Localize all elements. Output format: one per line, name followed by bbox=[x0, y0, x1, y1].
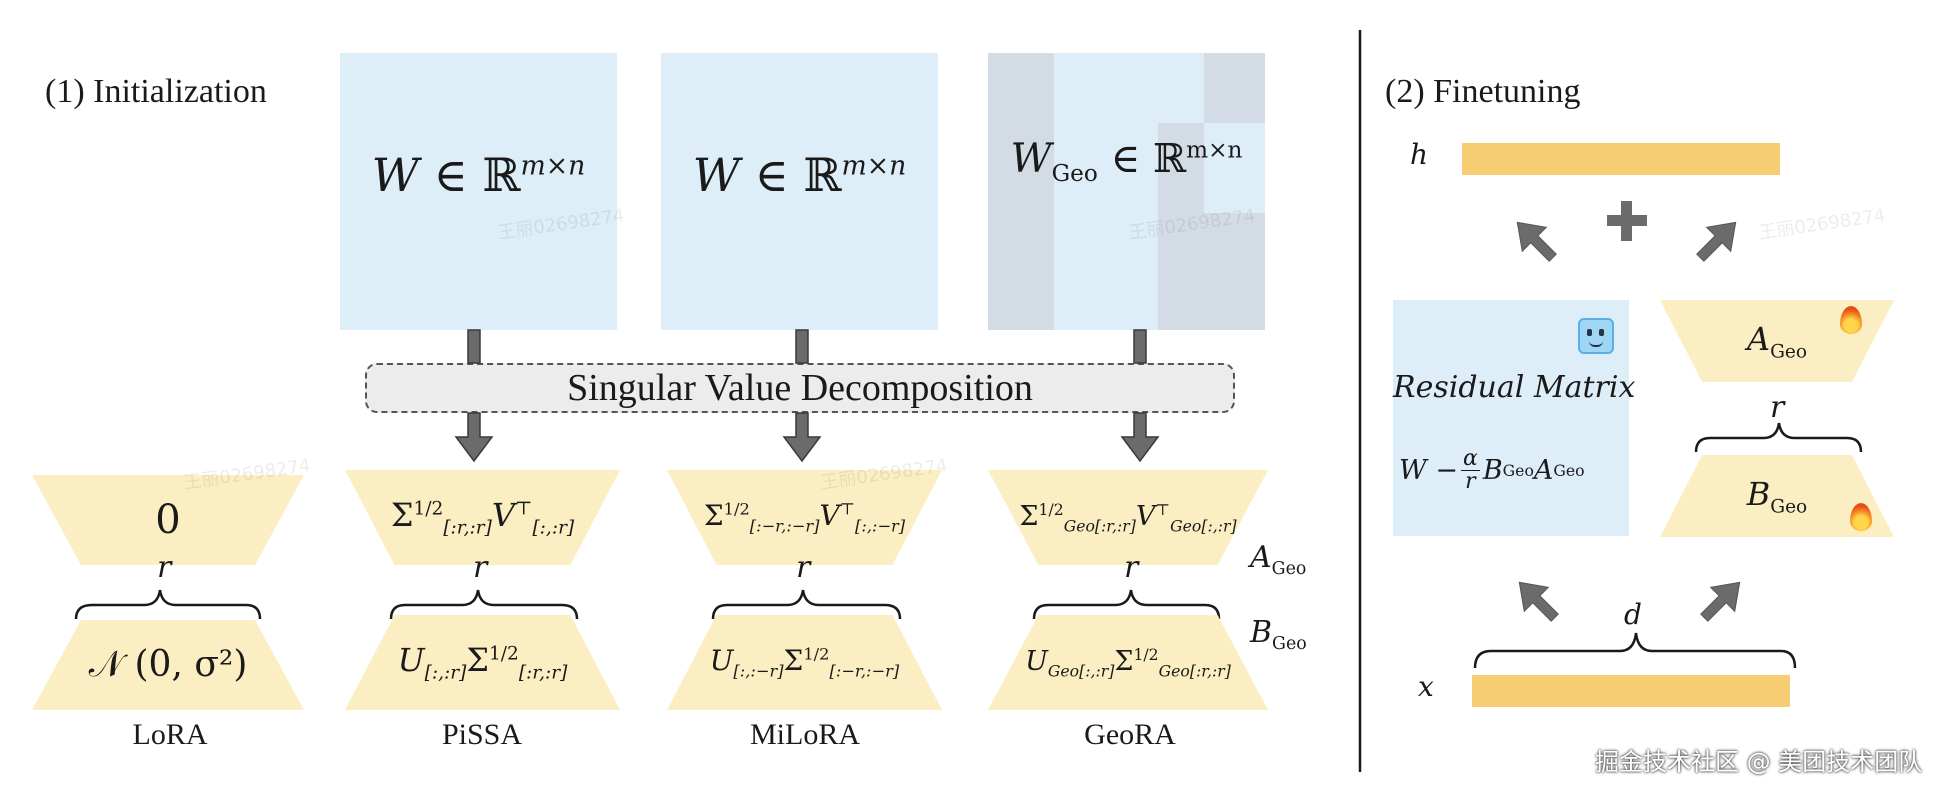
down-arrow-icon bbox=[782, 412, 822, 463]
down-arrow-icon bbox=[1120, 412, 1160, 463]
arrow-shaft bbox=[1133, 329, 1147, 364]
weight-matrix-label: WGeo ∈ ℝm×n bbox=[1010, 136, 1243, 187]
down-arrow-icon bbox=[454, 412, 494, 463]
method-label-pissa: PiSSA bbox=[441, 718, 523, 751]
up-left-arrow-icon bbox=[1696, 221, 1737, 262]
fire-icon bbox=[1850, 503, 1872, 531]
milora-a-matrix: Σ1/2[:−r,:−r]V⊤[:,:−r] bbox=[667, 470, 942, 565]
up-right-arrow-icon bbox=[1700, 581, 1741, 622]
x-label: x bbox=[1418, 670, 1434, 703]
b-geo-label: BGeo bbox=[1746, 474, 1808, 518]
weight-matrix-pissa: W ∈ ℝm×n bbox=[340, 53, 617, 330]
plus-icon bbox=[1607, 201, 1647, 241]
geo-pattern-block bbox=[1204, 123, 1265, 213]
brace-milora bbox=[711, 589, 902, 620]
weight-matrix-geora: WGeo ∈ ℝm×n bbox=[988, 53, 1265, 330]
milora-b-formula: U[:,:−r]Σ1/2[:−r,:−r] bbox=[709, 644, 900, 681]
geora-b-matrix: UGeo[:,:r]Σ1/2Geo[:r,:r] bbox=[988, 615, 1268, 710]
ice-cube-icon bbox=[1578, 318, 1614, 354]
a-geo-side-label: AGeo bbox=[1250, 540, 1307, 579]
b-geo-adapter: BGeo bbox=[1660, 455, 1894, 537]
a-geo-adapter: AGeo bbox=[1660, 300, 1894, 382]
pissa-b-formula: U[:,:r]Σ1/2[:r,:r] bbox=[397, 641, 568, 684]
d-label: d bbox=[1624, 598, 1642, 631]
geo-pattern-block bbox=[1054, 123, 1158, 330]
up-left-arrow-icon bbox=[1518, 581, 1559, 622]
fire-icon bbox=[1840, 306, 1862, 334]
finetuning-title: (2) Finetuning bbox=[1385, 73, 1581, 110]
arrow-shaft bbox=[467, 329, 481, 364]
rank-label-geora: r bbox=[1124, 550, 1139, 585]
lora-a-formula: 0 bbox=[155, 497, 181, 543]
svd-label: Singular Value Decomposition bbox=[567, 367, 1033, 409]
pissa-a-formula: Σ1/2[:r,:r]V⊤[:,:r] bbox=[390, 496, 575, 539]
rank-label-right: r bbox=[1770, 390, 1785, 425]
rank-label-lora: r bbox=[157, 550, 172, 585]
weight-matrix-label: W ∈ ℝm×n bbox=[692, 148, 907, 202]
h-label: h bbox=[1410, 138, 1429, 171]
pissa-b-matrix: U[:,:r]Σ1/2[:r,:r] bbox=[345, 615, 620, 710]
brace-geora bbox=[1032, 589, 1221, 620]
initialization-title: (1) Initialization bbox=[45, 73, 267, 110]
method-label-milora: MiLoRA bbox=[749, 718, 860, 751]
milora-b-matrix: U[:,:−r]Σ1/2[:−r,:−r] bbox=[667, 615, 942, 710]
svd-box: Singular Value Decomposition bbox=[365, 363, 1235, 413]
geora-a-formula: Σ1/2Geo[:r,:r]V⊤Geo[:,:r] bbox=[1019, 499, 1237, 536]
b-geo-side-label: BGeo bbox=[1250, 615, 1307, 654]
brace-d bbox=[1473, 632, 1797, 669]
up-right-arrow-icon bbox=[1516, 221, 1557, 262]
pissa-a-matrix: Σ1/2[:r,:r]V⊤[:,:r] bbox=[345, 470, 620, 565]
weight-matrix-milora: W ∈ ℝm×n bbox=[661, 53, 938, 330]
arrow-shaft bbox=[795, 329, 809, 364]
brace-r-right bbox=[1694, 422, 1863, 453]
residual-matrix-title: Residual Matrix bbox=[1393, 370, 1636, 405]
weight-matrix-label: W ∈ ℝm×n bbox=[371, 148, 586, 202]
method-label-lora: LoRA bbox=[132, 718, 208, 751]
rank-label-pissa: r bbox=[473, 550, 488, 585]
method-label-geora: GeoRA bbox=[1084, 718, 1176, 751]
x-input-bar bbox=[1472, 675, 1790, 707]
rank-label-milora: r bbox=[796, 550, 811, 585]
milora-a-formula: Σ1/2[:−r,:−r]V⊤[:,:−r] bbox=[703, 499, 906, 536]
lora-b-matrix: 𝒩 (0, σ²) bbox=[32, 620, 304, 710]
geo-pattern-block bbox=[1054, 53, 1204, 123]
brace-lora bbox=[74, 589, 262, 620]
geora-b-formula: UGeo[:,:r]Σ1/2Geo[:r,:r] bbox=[1025, 644, 1231, 681]
h-output-bar bbox=[1462, 143, 1780, 175]
lora-a-matrix: 0 bbox=[32, 475, 304, 565]
brace-pissa bbox=[389, 589, 579, 620]
a-geo-label: AGeo bbox=[1746, 319, 1808, 363]
lora-b-formula: 𝒩 (0, σ²) bbox=[88, 644, 248, 685]
credit-text: 掘金技术社区 @ 美团技术团队 bbox=[1595, 748, 1923, 776]
geora-a-matrix: Σ1/2Geo[:r,:r]V⊤Geo[:,:r] bbox=[988, 470, 1268, 565]
